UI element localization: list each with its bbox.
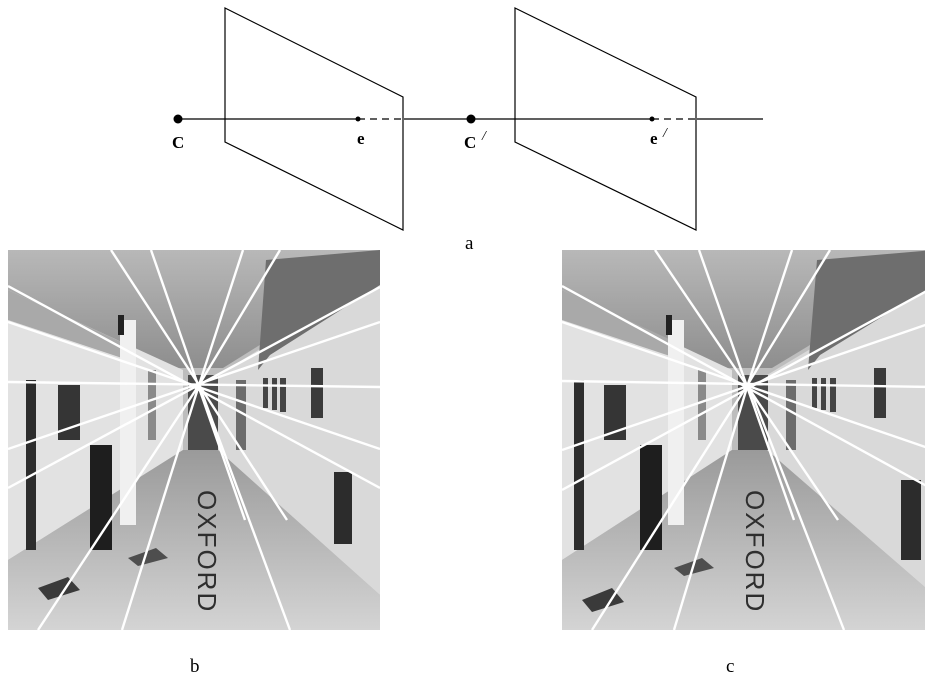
- left-camera-center-label: C: [172, 133, 184, 152]
- corridor-photo-right: OXFORD: [562, 250, 925, 630]
- epipolar-lines-right: [562, 250, 925, 630]
- left-epipole-point: [355, 116, 361, 122]
- right-image-plane: [514, 7, 697, 231]
- right-epipole-point: [649, 116, 655, 122]
- epipolar-lines-left: [8, 250, 380, 630]
- right-epipole-label: e: [650, 129, 658, 148]
- left-epipole-label: e: [357, 129, 365, 148]
- svg-text:OXFORD: OXFORD: [192, 490, 222, 613]
- right-epipole-prime: /: [662, 126, 668, 141]
- epipolar-geometry-diagram: C e C / e / a: [172, 7, 763, 254]
- corridor-photo-right-drawing: OXFORD: [562, 250, 925, 630]
- right-camera-center-point: [466, 114, 476, 124]
- svg-text:OXFORD: OXFORD: [740, 490, 770, 613]
- panel-c-caption: c: [726, 656, 734, 677]
- corridor-photo-left-drawing: OXFORD: [8, 250, 380, 630]
- left-camera-center-point: [173, 114, 183, 124]
- corridor-photo-left: OXFORD: [8, 250, 380, 630]
- panel-a-caption: a: [465, 233, 474, 254]
- left-image-plane: [224, 7, 404, 231]
- panel-captions: b c: [190, 656, 734, 677]
- panel-b-caption: b: [190, 656, 200, 677]
- right-camera-center-label: C: [464, 133, 476, 152]
- right-camera-center-prime: /: [481, 129, 487, 144]
